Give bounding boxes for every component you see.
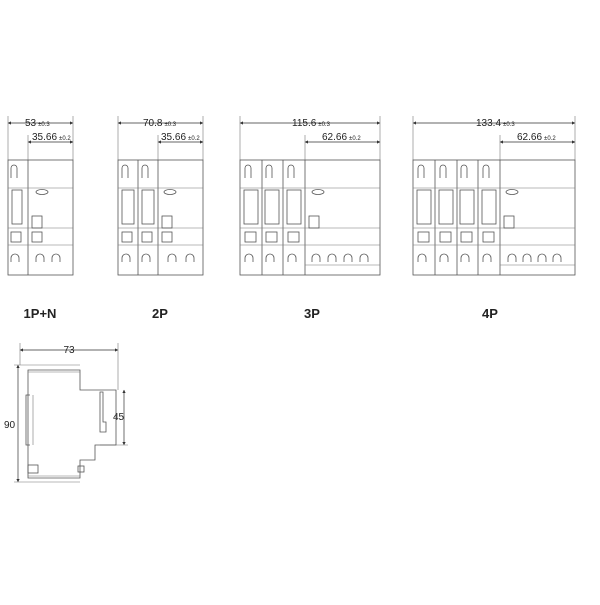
module-width: 35.66 [32, 132, 57, 143]
front-view-4p: 133.4±0.3 62.66±0.2 [412, 116, 576, 321]
overall-tolerance: ±0.3 [503, 122, 515, 128]
module-width: 35.66 [161, 132, 186, 143]
side-view: 73 90 45 [4, 343, 128, 483]
front-view-3p: 115.6±0.3 62.66±0.2 3P [239, 116, 381, 321]
front-height-dimension: 45 [113, 412, 125, 423]
front-view-2p: 70.8±0.3 35.66±0.2 2P [117, 116, 204, 321]
svg-text:35.66±0.2: 35.66±0.2 [161, 132, 200, 143]
module-width: 62.66 [322, 132, 347, 143]
module-tolerance: ±0.2 [188, 136, 200, 142]
pole-label: 2P [152, 306, 168, 321]
module-tolerance: ±0.2 [544, 136, 556, 142]
height-dimension: 90 [4, 420, 16, 431]
svg-text:62.66±0.2: 62.66±0.2 [517, 132, 556, 143]
pole-label: 4P [482, 306, 498, 321]
svg-text:35.66±0.2: 35.66±0.2 [32, 132, 71, 143]
depth-dimension: 73 [63, 345, 75, 356]
overall-tolerance: ±0.3 [38, 122, 50, 128]
overall-width: 133.4 [476, 118, 501, 129]
overall-tolerance: ±0.3 [164, 122, 176, 128]
module-tolerance: ±0.2 [349, 136, 361, 142]
overall-width: 115.6 [292, 118, 317, 129]
overall-tolerance: ±0.3 [318, 122, 330, 128]
module-tolerance: ±0.2 [59, 136, 71, 142]
overall-width: 70.8 [143, 118, 163, 129]
svg-text:133.4±0.3: 133.4±0.3 [476, 118, 515, 129]
pole-label: 3P [304, 306, 320, 321]
svg-text:70.8±0.3: 70.8±0.3 [143, 118, 177, 129]
overall-width: 53 [25, 118, 37, 129]
svg-text:115.6±0.3: 115.6±0.3 [292, 118, 331, 129]
svg-text:53±0.3: 53±0.3 [25, 118, 50, 129]
pole-label: 1P+N [24, 306, 57, 321]
module-width: 62.66 [517, 132, 542, 143]
svg-text:62.66±0.2: 62.66±0.2 [322, 132, 361, 143]
front-view-1pn: 53±0.3 35.66±0.2 1P+N [7, 116, 74, 321]
